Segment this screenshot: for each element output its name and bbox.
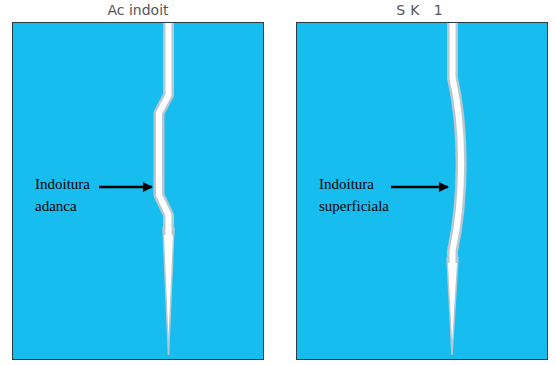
needle-tip xyxy=(447,258,458,355)
needle-shaft xyxy=(159,23,169,235)
panel-title: SK 1 xyxy=(297,2,547,18)
leader-arrow xyxy=(391,186,448,189)
callout-label: Indoitura adanca xyxy=(35,173,97,217)
needle-panel: SK 1Indoitura superficiala xyxy=(296,22,548,360)
needle-tip xyxy=(163,228,174,355)
needle-panel: Ac indoitIndoitura adanca xyxy=(12,22,264,360)
panel-title: Ac indoit xyxy=(13,2,263,18)
needle-shaft xyxy=(453,23,462,263)
needle-shaft-highlight xyxy=(453,23,462,263)
callout-label: Indoitura superficiala xyxy=(319,173,391,217)
leader-arrow xyxy=(99,186,152,189)
needle-shaft-highlight xyxy=(159,23,169,235)
